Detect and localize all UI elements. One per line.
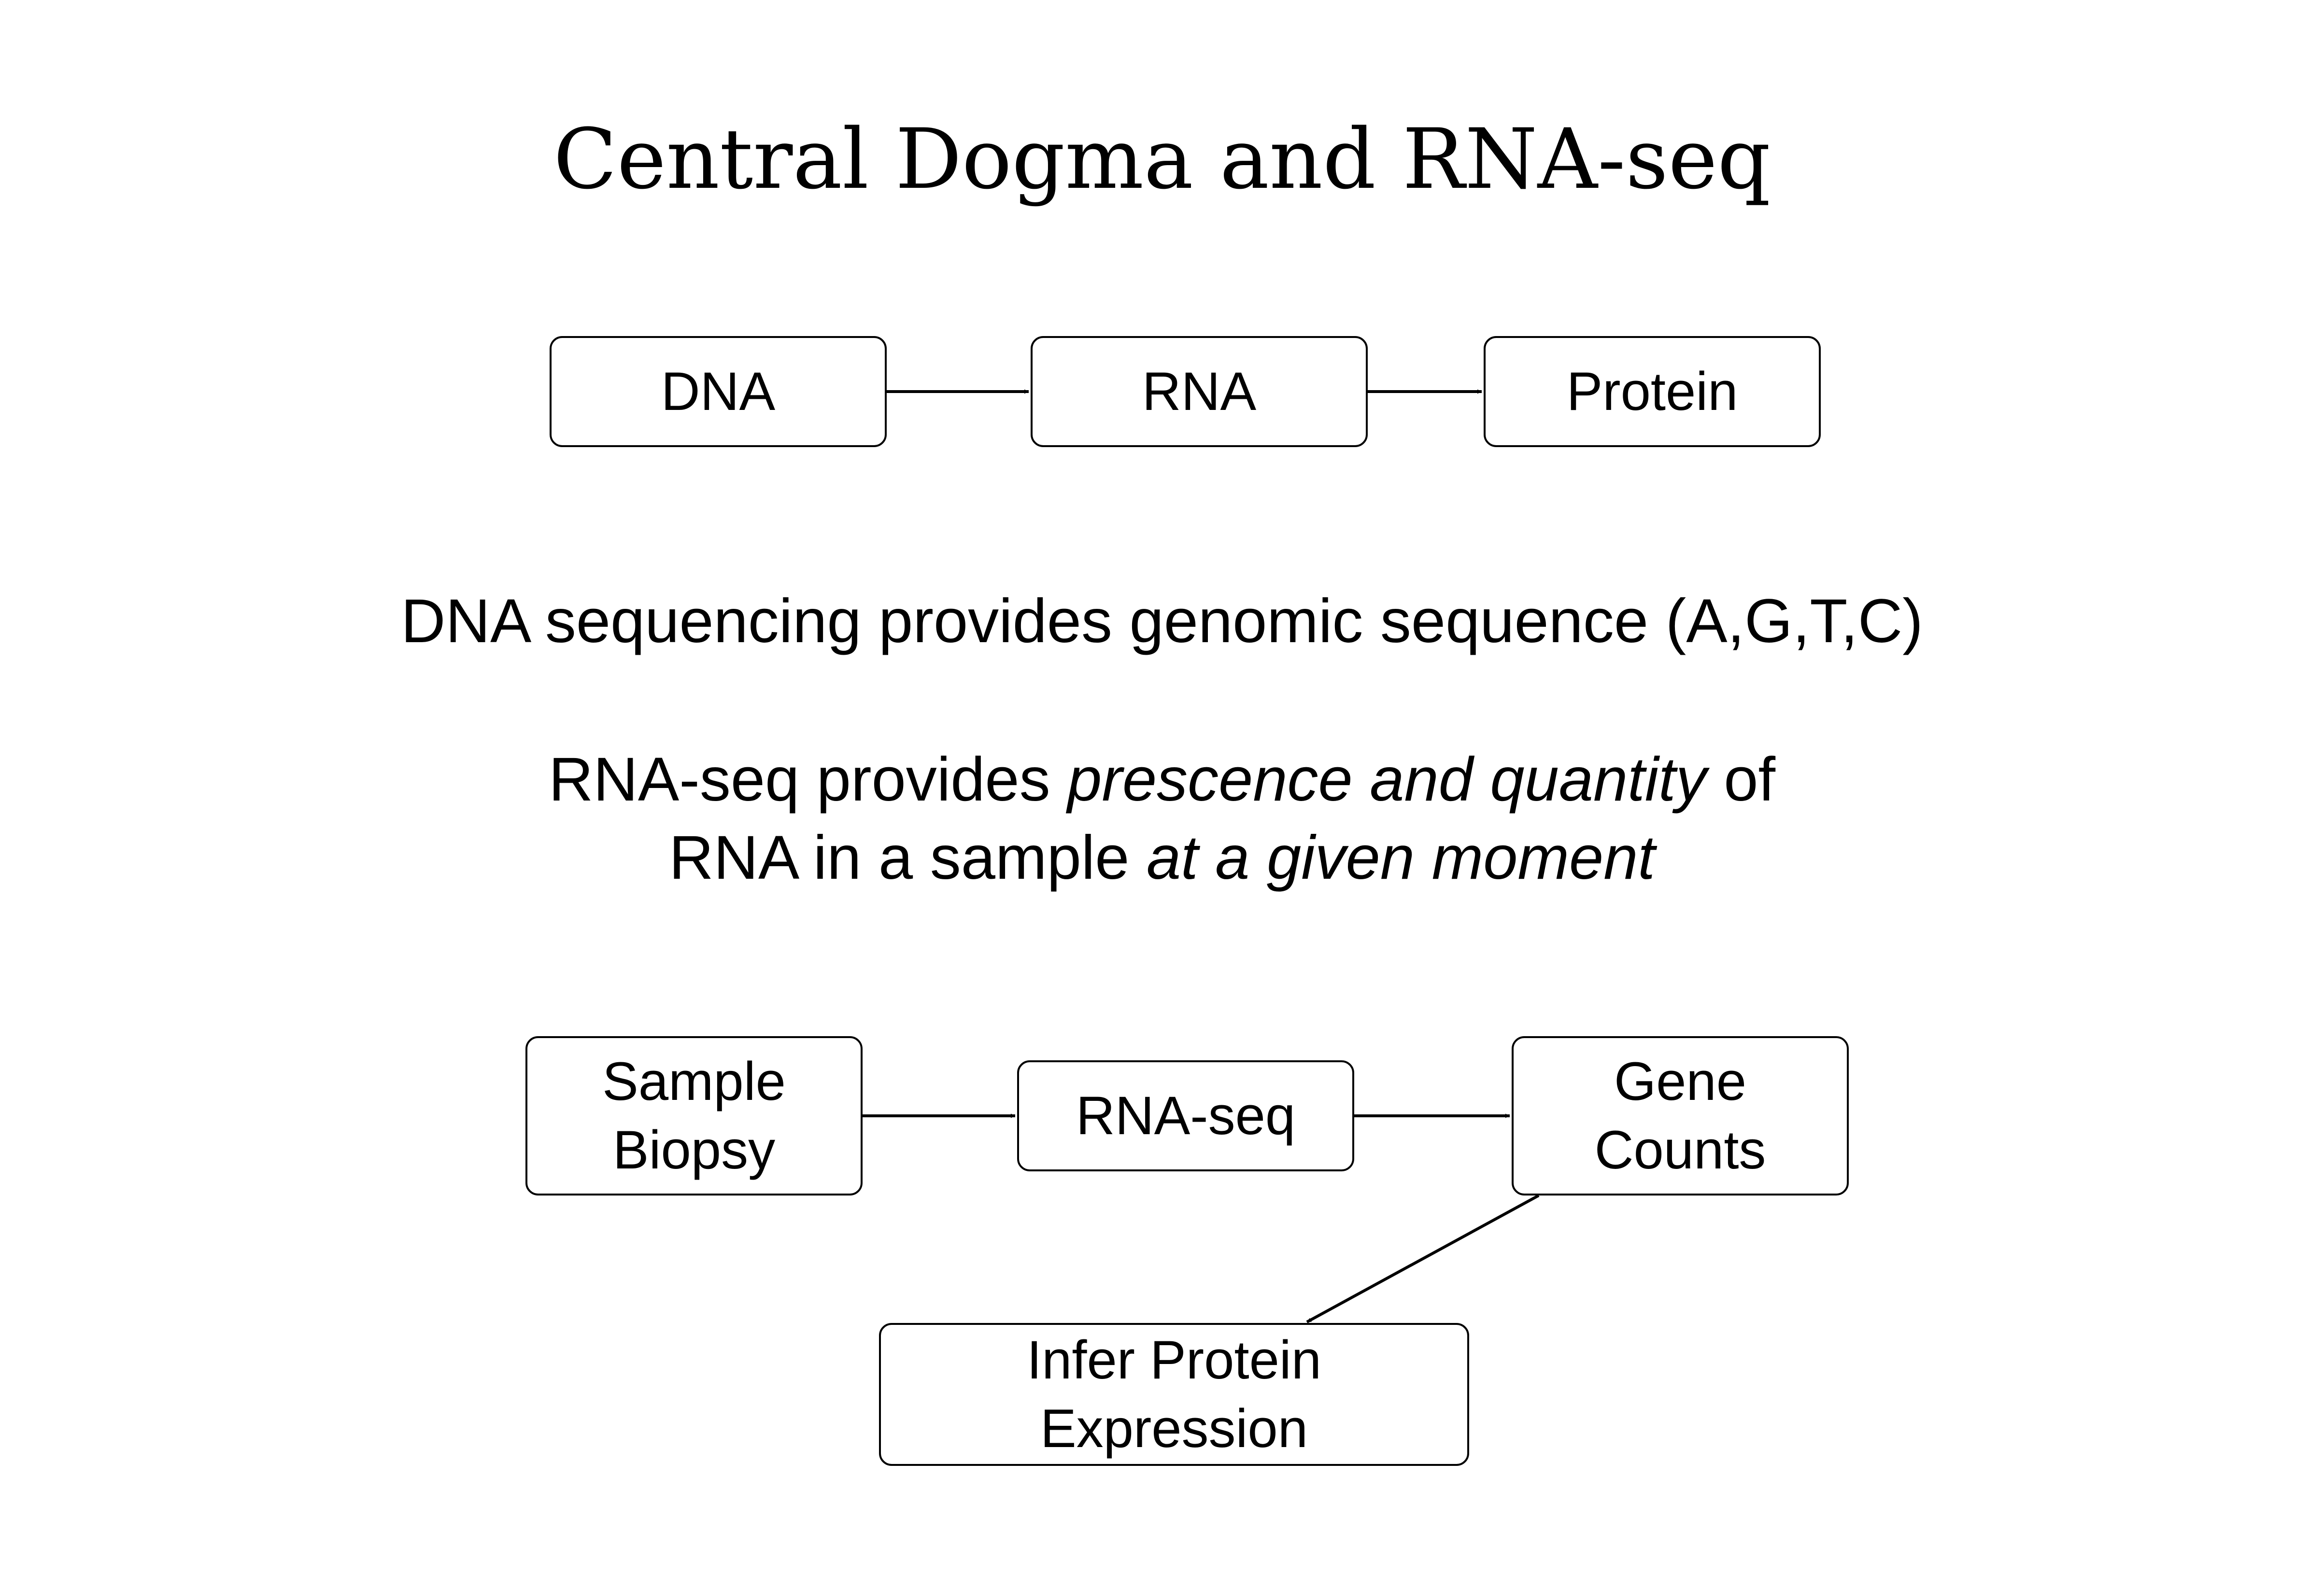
rna-seq-text-1: RNA-seq provides [548,745,1068,814]
rna-seq-text-3: RNA in a sample [669,823,1147,892]
node-sample-biopsy-line-2: Biopsy [612,1120,776,1180]
node-gene-counts: Gene Counts [1512,1036,1849,1195]
node-gene-counts-line-1: Gene [1614,1051,1746,1111]
node-infer-protein-expression: Infer Protein Expression [879,1323,1469,1466]
statement-rna-seq: RNA-seq provides prescence and quantity … [0,741,2324,897]
node-rna-seq-label: RNA-seq [1076,1085,1296,1146]
rna-seq-emphasis-2: at a given moment [1146,823,1655,892]
node-sample-biopsy-line-1: Sample [602,1051,786,1111]
node-dna: DNA [550,336,887,447]
node-dna-label: DNA [661,361,776,422]
node-protein-label: Protein [1566,361,1738,422]
node-protein: Protein [1484,336,1821,447]
statement-rna-seq-line-2: RNA in a sample at a given moment [0,819,2324,897]
rna-seq-emphasis-1: prescence and quantity [1067,745,1707,814]
rna-seq-text-2: of [1706,745,1776,814]
node-rna: RNA [1031,336,1368,447]
node-rna-seq: RNA-seq [1017,1060,1354,1171]
node-sample-biopsy: Sample Biopsy [525,1036,863,1195]
node-infer-protein-line-2: Expression [1040,1398,1308,1459]
diagram-title: Central Dogma and RNA-seq [553,111,1771,208]
node-gene-counts-line-2: Counts [1594,1120,1766,1180]
statement-dna-sequencing: DNA sequencing provides genomic sequence… [401,587,1923,656]
node-infer-protein-line-1: Infer Protein [1026,1330,1322,1390]
arrow-counts-to-infer [1306,1194,1540,1323]
statement-rna-seq-line-1: RNA-seq provides prescence and quantity … [0,741,2324,819]
node-rna-label: RNA [1142,361,1257,422]
